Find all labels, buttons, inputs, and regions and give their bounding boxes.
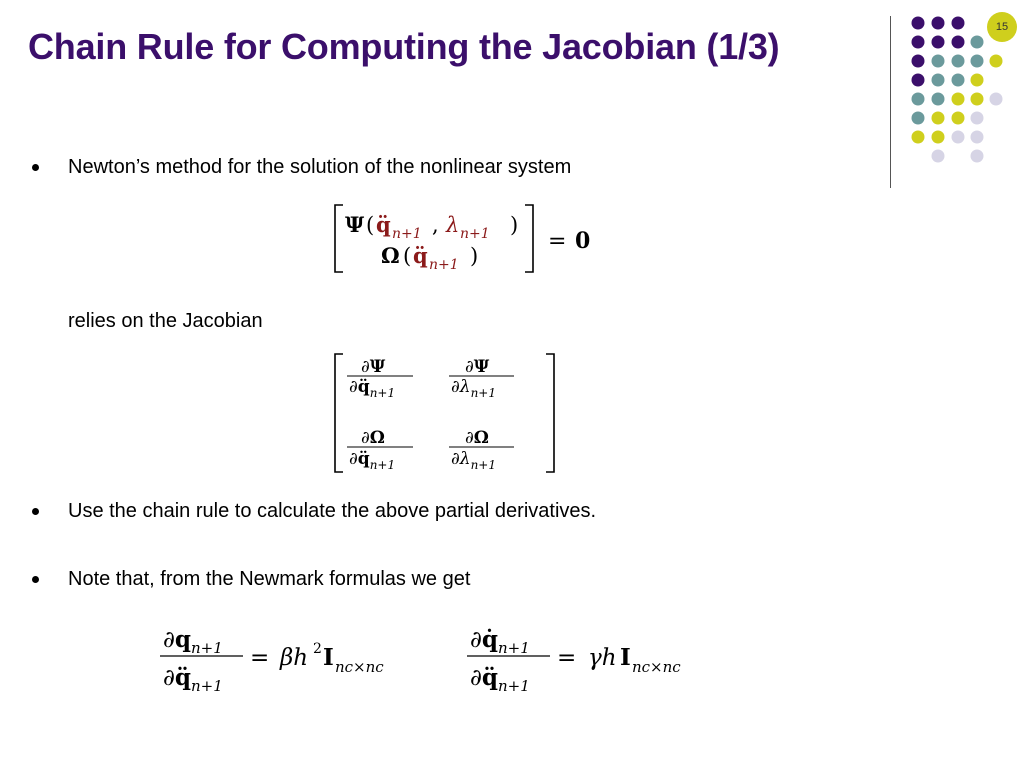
svg-text:Ψ: Ψ xyxy=(345,212,365,237)
bullet-dot-icon xyxy=(32,576,39,583)
svg-text:∂Ψ: ∂Ψ xyxy=(465,357,490,377)
svg-text:Ω: Ω xyxy=(381,243,400,268)
svg-text:∂q̈n+1: ∂q̈n+1 xyxy=(349,377,395,400)
svg-text:q̈: q̈ xyxy=(376,212,391,237)
svg-text:∂Ψ: ∂Ψ xyxy=(361,357,386,377)
dot-grid-row-2 xyxy=(911,35,984,49)
svg-text:0: 0 xyxy=(575,228,590,254)
svg-text:∂qn+1: ∂qn+1 xyxy=(163,626,223,657)
svg-text:): ) xyxy=(510,213,518,237)
dot-grid-row-6 xyxy=(911,111,984,125)
bullet-dot-icon xyxy=(32,164,39,171)
slide-title: Chain Rule for Computing the Jacobian (1… xyxy=(28,26,780,67)
svg-text:∂q̈n+1: ∂q̈n+1 xyxy=(349,449,395,472)
svg-text:∂Ω: ∂Ω xyxy=(361,428,385,448)
svg-text:2: 2 xyxy=(313,641,322,657)
svg-text:=: = xyxy=(548,229,566,254)
dot-grid-row-7 xyxy=(911,130,984,144)
svg-text:,: , xyxy=(432,213,439,237)
svg-text:∂q̈n+1: ∂q̈n+1 xyxy=(163,664,223,695)
svg-text:λ: λ xyxy=(445,213,459,237)
svg-text:n+1: n+1 xyxy=(460,226,490,242)
svg-text:=: = xyxy=(250,645,269,671)
svg-text:=: = xyxy=(557,645,576,671)
svg-text:∂Ω: ∂Ω xyxy=(465,428,489,448)
svg-text:n+1: n+1 xyxy=(429,257,459,273)
header-divider xyxy=(890,16,891,188)
slide-number-badge: 15 xyxy=(987,12,1017,42)
svg-text:∂λn+1: ∂λn+1 xyxy=(451,449,496,472)
svg-text:∂λn+1: ∂λn+1 xyxy=(451,377,496,400)
dot-grid-row-1 xyxy=(911,16,965,30)
svg-text:(: ( xyxy=(366,213,374,237)
svg-text:(: ( xyxy=(403,244,411,268)
svg-text:I: I xyxy=(620,644,631,671)
svg-text:q̈: q̈ xyxy=(413,243,428,268)
svg-text:βh: βh xyxy=(279,645,308,671)
dot-grid-row-4 xyxy=(911,73,984,87)
dot-grid-row-8 xyxy=(931,149,984,163)
svg-text:γh: γh xyxy=(588,645,617,671)
svg-text:∂q̇n+1: ∂q̇n+1 xyxy=(470,626,530,657)
relies-text: relies on the Jacobian xyxy=(68,310,263,332)
svg-text:nc×nc: nc×nc xyxy=(632,658,681,676)
svg-text:nc×nc: nc×nc xyxy=(335,658,384,676)
bullet-text: Newton’s method for the solution of the … xyxy=(68,156,572,178)
svg-text:): ) xyxy=(470,244,478,268)
svg-text:∂q̈n+1: ∂q̈n+1 xyxy=(470,664,530,695)
bullet-text: Note that, from the Newmark formulas we … xyxy=(68,568,471,590)
svg-text:I: I xyxy=(323,644,334,671)
dot-grid-row-5 xyxy=(911,92,1003,106)
svg-text:n+1: n+1 xyxy=(392,226,422,242)
bullet-text: Use the chain rule to calculate the abov… xyxy=(68,500,597,522)
bullet-dot-icon xyxy=(32,508,39,515)
dot-grid-row-3 xyxy=(911,54,1003,68)
